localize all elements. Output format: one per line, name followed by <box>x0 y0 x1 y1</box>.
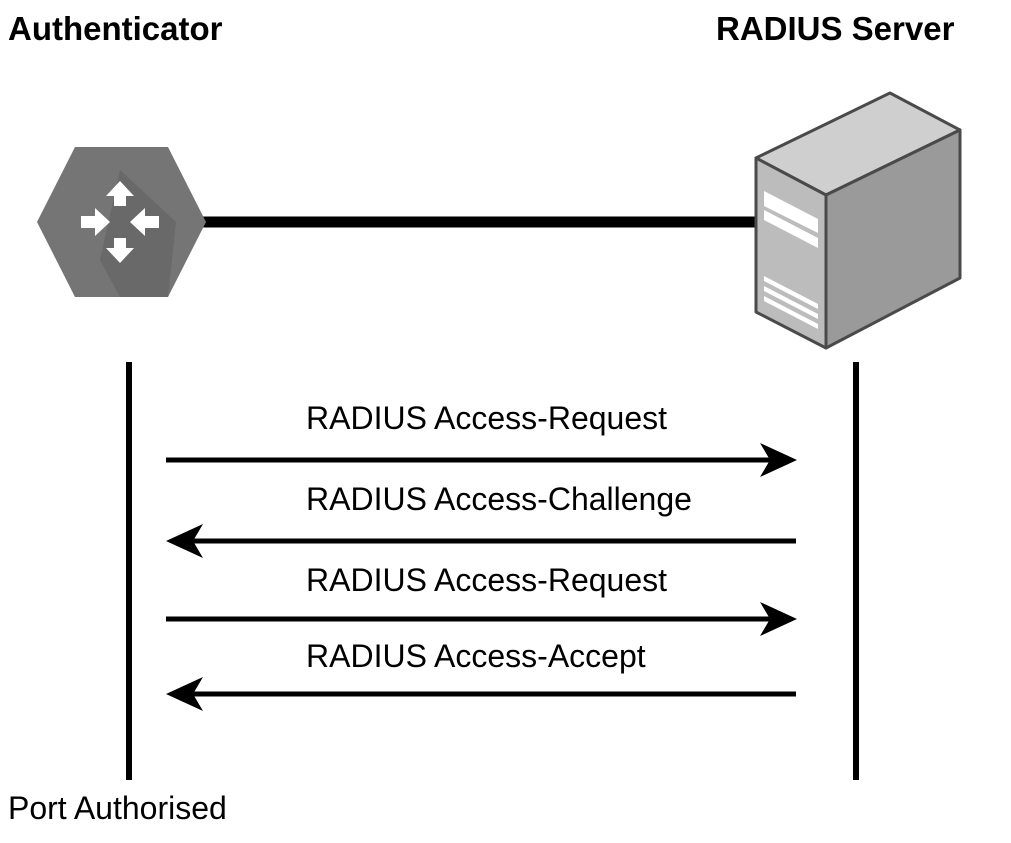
message-label-2: RADIUS Access-Challenge <box>306 481 692 517</box>
server-icon <box>754 91 962 350</box>
message-arrow-4 <box>166 677 796 711</box>
message-arrow-1 <box>166 443 797 477</box>
message-arrow-2 <box>166 524 796 558</box>
message-arrow-3 <box>166 602 797 636</box>
message-label-3: RADIUS Access-Request <box>306 562 668 598</box>
authenticator-title: Authenticator <box>8 10 223 47</box>
message-label-1: RADIUS Access-Request <box>306 400 668 436</box>
radius-server-title: RADIUS Server <box>716 10 955 47</box>
message-label-4: RADIUS Access-Accept <box>306 638 646 674</box>
router-icon <box>37 147 206 297</box>
port-authorised-label: Port Authorised <box>8 790 227 826</box>
